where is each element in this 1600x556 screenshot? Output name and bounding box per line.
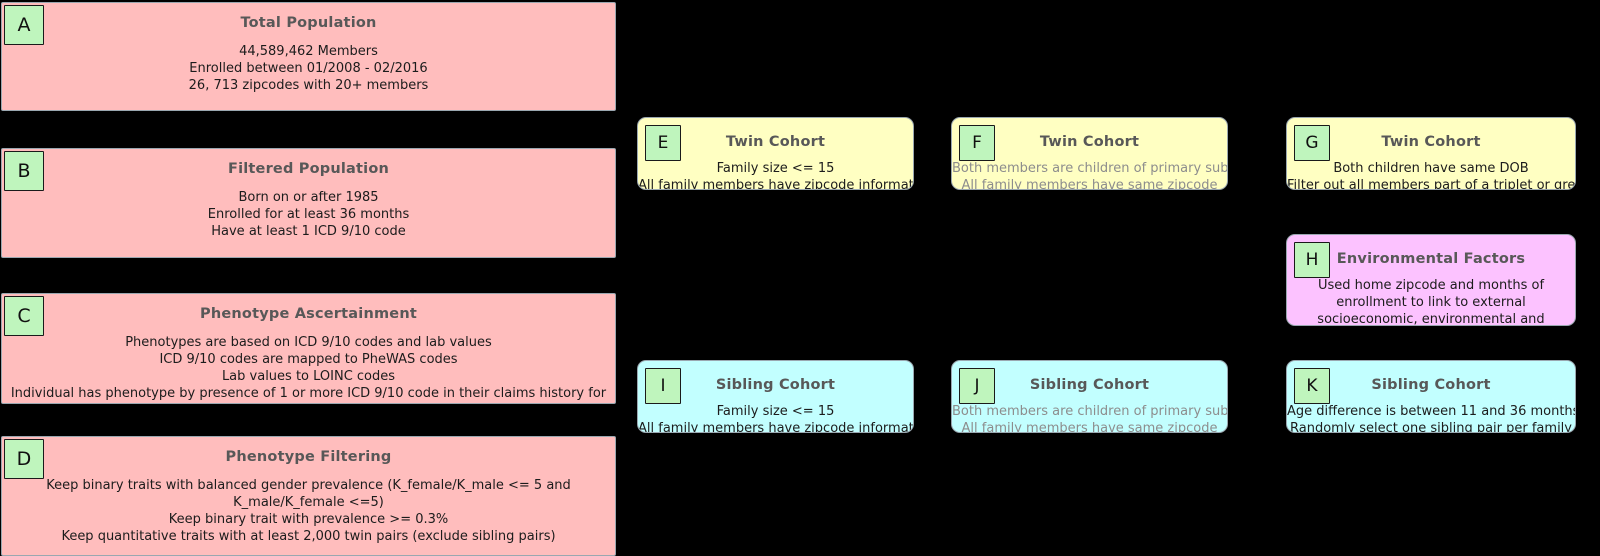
node-body-line: Keep binary traits with balanced gender …	[46, 478, 571, 510]
node-h-environmental-factors[interactable]: H Environmental Factors Used home zipcod…	[1286, 234, 1576, 326]
node-badge-b: B	[4, 151, 44, 191]
node-badge-a: A	[4, 5, 44, 45]
node-badge-e: E	[645, 125, 681, 161]
node-title-i: Sibling Cohort	[715, 377, 836, 393]
node-title-f: Twin Cohort	[1039, 134, 1140, 150]
node-badge-c: C	[4, 296, 44, 336]
node-title-k: Sibling Cohort	[1371, 377, 1491, 393]
node-body-line: 44,589,462 Members	[239, 44, 378, 59]
node-badge-f: F	[959, 125, 995, 161]
node-badge-d: D	[4, 439, 44, 479]
node-body-j: Both members are children of primary sub…	[952, 403, 1228, 433]
node-body-line: ICD 9/10 codes are mapped to PheWAS code…	[159, 352, 458, 367]
node-body-line: Enrolled for at least 36 months	[207, 207, 410, 222]
node-body-g: Both children have same DOB Filter out al…	[1287, 160, 1576, 190]
node-body-c: Phenotypes are based on ICD 9/10 codes a…	[2, 334, 615, 403]
node-body-line: Both members are children of primary sub…	[952, 404, 1228, 419]
node-body-line: Keep quantitative traits with at least 2…	[61, 529, 556, 544]
node-title-g: Twin Cohort	[1381, 134, 1481, 150]
node-body-line: All family members have same zipcode	[961, 421, 1218, 433]
node-body-line: 26, 713 zipcodes with 20+ members	[188, 78, 429, 93]
node-body-line: Family size <= 15	[716, 161, 835, 176]
node-body-line: All family members have zipcode informat…	[638, 178, 914, 190]
node-title-h: Environmental Factors	[1336, 251, 1526, 267]
node-d-phenotype-filtering[interactable]: D Phenotype Filtering Keep binary traits…	[1, 436, 616, 556]
node-body-line: Filter out all members part of a triplet…	[1287, 178, 1576, 190]
node-body-line: Family size <= 15	[716, 404, 835, 419]
node-title-c: Phenotype Ascertainment	[200, 306, 417, 322]
node-title-e: Twin Cohort	[725, 134, 826, 150]
node-body-h: Used home zipcode and months of enrollme…	[1287, 277, 1575, 326]
node-body-e: Family size <= 15 All family members have…	[638, 160, 914, 190]
node-body-line: Both members are children of primary sub…	[952, 161, 1228, 176]
node-title-j: Sibling Cohort	[1029, 377, 1150, 393]
node-k-sibling-cohort[interactable]: K Sibling Cohort Age difference is betwe…	[1286, 360, 1576, 433]
node-f-twin-cohort[interactable]: F Twin Cohort Both members are children …	[951, 117, 1228, 190]
node-badge-h: H	[1294, 242, 1330, 278]
node-title-b: Filtered Population	[227, 161, 390, 177]
node-e-twin-cohort[interactable]: E Twin Cohort Family size <= 15 All famil…	[637, 117, 914, 190]
node-badge-g: G	[1294, 125, 1330, 161]
node-badge-j: J	[959, 368, 995, 404]
node-body-d: Keep binary traits with balanced gender …	[2, 477, 615, 545]
node-body-line: Keep binary trait with prevalence >= 0.3…	[168, 512, 449, 527]
node-c-phenotype-ascertainment[interactable]: C Phenotype Ascertainment Phenotypes are…	[1, 293, 616, 404]
node-title-d: Phenotype Filtering	[225, 449, 392, 465]
node-body-line: Lab values to LOINC codes	[221, 369, 396, 384]
node-body-f: Both members are children of primary sub…	[952, 160, 1228, 190]
node-j-sibling-cohort[interactable]: J Sibling Cohort Both members are childr…	[951, 360, 1228, 433]
node-b-filtered-population[interactable]: B Filtered Population Born on or after 1…	[1, 148, 616, 258]
node-body-line: Born on or after 1985	[238, 190, 379, 205]
node-title-a: Total Population	[240, 15, 377, 31]
node-body-k: Age difference is between 11 and 36 mont…	[1287, 403, 1576, 433]
node-badge-k: K	[1294, 368, 1330, 404]
node-i-sibling-cohort[interactable]: I Sibling Cohort Family size <= 15 All fa…	[637, 360, 914, 433]
node-body-line: Age difference is between 11 and 36 mont…	[1287, 404, 1576, 419]
node-body-line: Randomly select one sibling pair per fam…	[1290, 421, 1572, 433]
node-body-line: Enrolled between 01/2008 - 02/2016	[189, 61, 428, 76]
node-body-line: Phenotypes are based on ICD 9/10 codes a…	[125, 335, 492, 350]
node-body-line: All family members have same zipcode	[961, 178, 1218, 190]
node-body-line: Individual has phenotype by presence of …	[10, 386, 607, 401]
node-body-i: Family size <= 15 All family members have…	[638, 403, 914, 433]
node-body-line: All family members have zipcode informat…	[638, 421, 914, 433]
node-badge-i: I	[645, 368, 681, 404]
node-body-line: Have at least 1 ICD 9/10 code	[211, 224, 406, 239]
node-g-twin-cohort[interactable]: G Twin Cohort Both children have same DO…	[1286, 117, 1576, 190]
node-body-line: Used home zipcode and months of enrollme…	[1317, 278, 1545, 326]
node-body-line: Both children have same DOB	[1333, 161, 1529, 176]
